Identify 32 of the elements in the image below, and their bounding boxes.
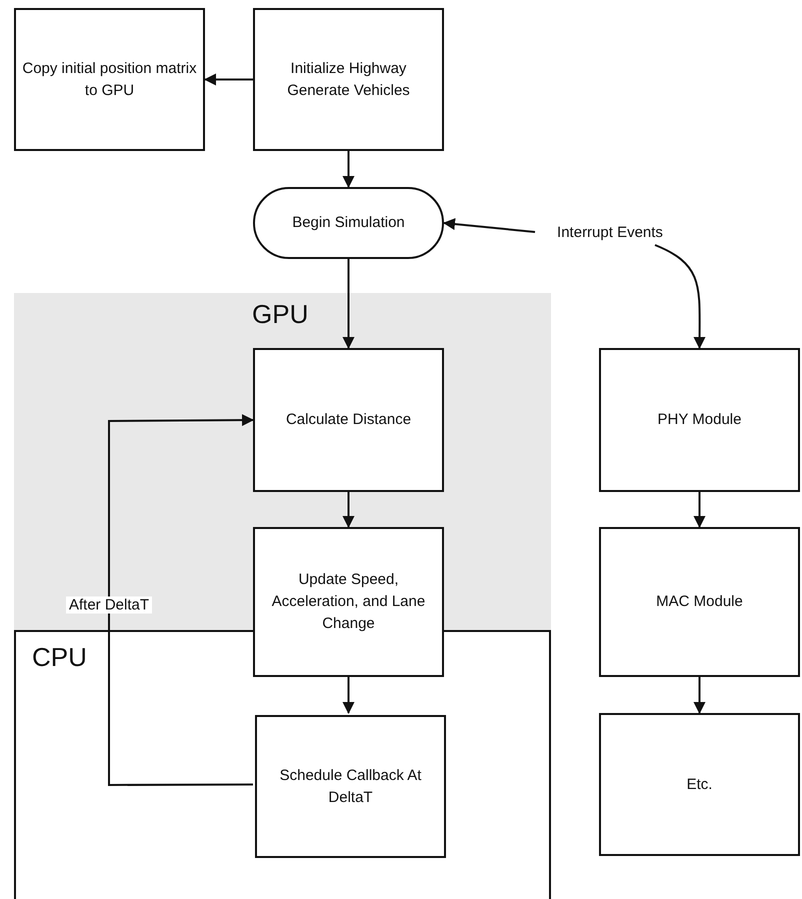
region-frame — [14, 630, 551, 899]
node-text: Calculate Distance — [286, 410, 412, 430]
process-box — [599, 527, 800, 677]
arrow — [204, 74, 253, 86]
region-label: GPU — [252, 299, 308, 330]
process-box — [599, 348, 800, 492]
node-text: PHY Module — [658, 410, 742, 430]
arrow — [443, 218, 536, 233]
arrow — [342, 259, 354, 349]
node-text: Schedule Callback At DeltaT — [278, 766, 422, 808]
process-box — [599, 713, 800, 856]
arrow — [108, 414, 254, 786]
process-box — [253, 527, 444, 677]
edge-label: After DeltaT — [66, 596, 152, 614]
node-text: Update Speed, Acceleration, and Lane Change — [270, 570, 426, 634]
node-text: Initialize Highway Generate Vehicles — [286, 58, 411, 100]
process-box — [253, 8, 444, 151]
arrow — [694, 677, 706, 714]
process-box — [253, 348, 444, 492]
node-text: Begin Simulation — [292, 213, 405, 234]
node-text: MAC Module — [656, 592, 743, 612]
event-label: Interrupt Events — [535, 221, 685, 245]
node-text: Copy initial position matrix to GPU — [22, 58, 197, 100]
process-box — [255, 715, 446, 858]
arrow — [342, 677, 354, 714]
arrow — [654, 244, 706, 349]
arrow — [342, 492, 354, 528]
arrow — [342, 151, 354, 188]
arrow — [694, 492, 706, 528]
process-box — [14, 8, 205, 151]
node-text: Etc. — [686, 774, 712, 795]
region-label: CPU — [32, 642, 87, 673]
